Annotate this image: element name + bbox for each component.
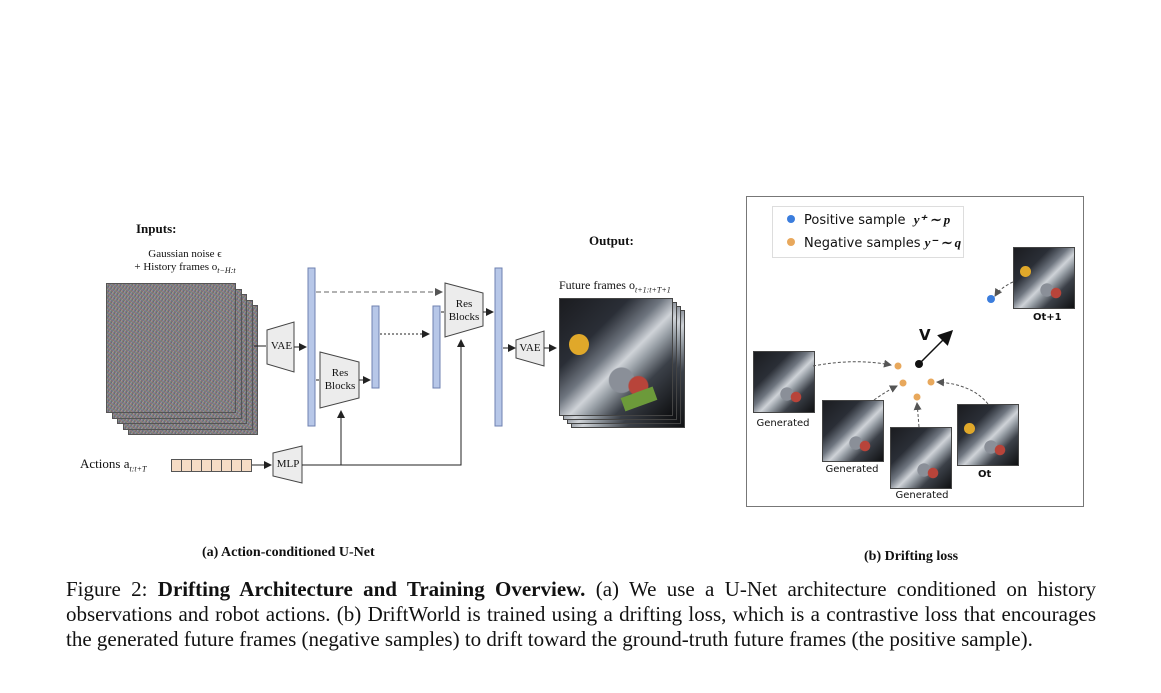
mlp-label: MLP (276, 458, 300, 470)
drift-vector-arrow (918, 329, 954, 365)
actions-label: Actions at:t+T (80, 456, 147, 474)
panel-a-caption: (a) Action-conditioned U-Net (202, 545, 375, 560)
generated-label-3: Generated (895, 490, 949, 501)
ot-label: Ot (978, 469, 992, 480)
future-frames-label: Future frames ot+1:t+T+1 (559, 278, 671, 295)
positive-sample-point (987, 295, 995, 303)
negative-sample-point-2 (899, 379, 907, 387)
res-blocks-low-shape (319, 351, 360, 409)
v-label: V (919, 326, 931, 344)
generated-thumbnail-3 (890, 427, 952, 489)
generated-label-2: Generated (825, 464, 879, 475)
negative-sample-point-3 (927, 378, 935, 386)
output-title: Output: (589, 233, 634, 248)
res-blocks-high-shape (444, 282, 484, 338)
action-sequence (171, 459, 252, 472)
generated-label-1: Generated (756, 418, 810, 429)
vae-decoder-label: VAE (519, 342, 541, 354)
legend: Positive sample y⁺ ∼ p Negative samples … (772, 206, 964, 258)
output-frame-stack (559, 298, 687, 428)
unet-bar-2 (371, 305, 380, 389)
ot1-thumbnail (1013, 247, 1075, 309)
res-blocks-high-label: Res Blocks (448, 298, 480, 323)
negative-sample-point-1 (894, 362, 902, 370)
positive-dot-icon (787, 215, 795, 223)
mlp-shape (272, 445, 303, 484)
inputs-description: Gaussian noise ϵ + History frames ot−H:t (120, 248, 250, 277)
drifting-loss-panel (746, 196, 1084, 507)
res-blocks-low-label: Res Blocks (324, 367, 356, 392)
panel-b-caption: (b) Drifting loss (864, 549, 959, 564)
negative-dot-icon (787, 238, 795, 246)
ot-thumbnail (957, 404, 1019, 466)
unet-bar-4 (494, 267, 503, 427)
input-noise-stack (106, 283, 258, 435)
generated-thumbnail-2 (822, 400, 884, 462)
negative-sample-point-4 (913, 393, 921, 401)
figure-caption: Figure 2: Drifting Architecture and Trai… (66, 577, 1096, 651)
ot1-label: Ot+1 (1033, 312, 1062, 323)
vae-decoder-shape (515, 330, 545, 367)
vae-encoder-label: VAE (270, 340, 293, 352)
legend-positive: Positive sample y⁺ ∼ p (787, 212, 950, 228)
unet-bar-3 (432, 305, 441, 389)
noise-label: Gaussian noise ϵ (148, 248, 222, 260)
legend-negative: Negative samples y⁻ ∼ q (787, 235, 961, 251)
inputs-title: Inputs: (136, 221, 177, 236)
generated-thumbnail-1 (753, 351, 815, 413)
unet-bar-1 (307, 267, 316, 427)
history-label: + History frames ot−H:t (134, 261, 236, 276)
vae-encoder-shape (266, 321, 295, 373)
